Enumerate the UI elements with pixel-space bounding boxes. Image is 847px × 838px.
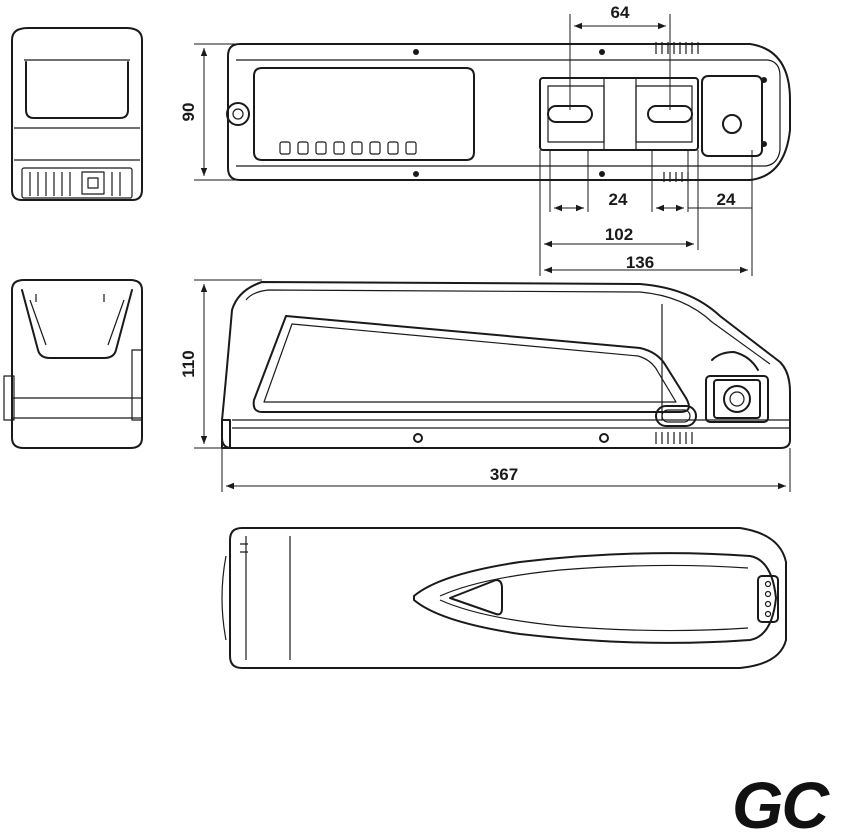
dimension-110: 110 xyxy=(179,279,262,449)
top-view xyxy=(226,42,791,182)
dimension-24-right: 24 xyxy=(651,150,752,212)
bottom-view xyxy=(221,527,787,669)
dimension-102: 102 xyxy=(539,150,699,250)
dim-label-136: 136 xyxy=(626,253,654,272)
end-view-side xyxy=(3,279,143,449)
dim-label-110: 110 xyxy=(179,350,198,377)
dim-label-367: 367 xyxy=(490,465,518,484)
led-indicator xyxy=(757,575,779,623)
arrow-indicator-icon xyxy=(449,579,503,616)
dim-label-90: 90 xyxy=(179,103,198,122)
dimension-90: 90 xyxy=(179,43,236,181)
end-view-top xyxy=(11,27,143,201)
charge-port-frame xyxy=(705,375,769,423)
teardrop-panel xyxy=(413,552,777,644)
dim-label-24-left: 24 xyxy=(609,190,628,209)
dim-label-64: 64 xyxy=(611,3,630,22)
side-view xyxy=(221,281,791,449)
lock-cylinder-icon xyxy=(226,102,250,126)
dimension-24-left: 24 xyxy=(549,150,628,212)
dimension-367: 367 xyxy=(221,448,791,492)
dimension-136: 136 xyxy=(539,150,753,276)
dim-label-24-right: 24 xyxy=(717,190,736,209)
brand-logo: GC xyxy=(732,768,832,838)
cell-row xyxy=(279,141,417,155)
power-button xyxy=(655,405,697,427)
dim-label-102: 102 xyxy=(605,225,633,244)
side-vents xyxy=(655,432,693,444)
dimension-64: 64 xyxy=(569,3,671,110)
logo-text: GC xyxy=(732,768,830,838)
charge-port-icon xyxy=(723,385,751,413)
end-view-vents xyxy=(29,171,121,196)
